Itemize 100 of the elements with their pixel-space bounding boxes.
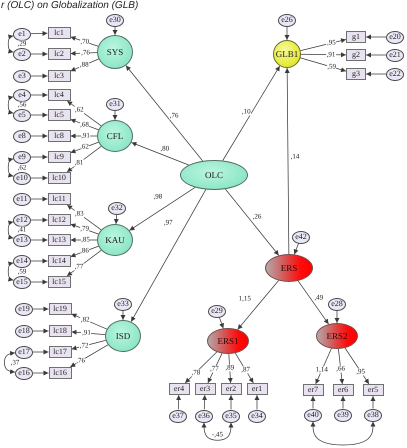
observed-variable-box: lc10 [48,172,70,184]
error-term-ellipse: e14 [13,254,31,268]
arrow [184,352,218,384]
observed-variable-box: lc13 [48,234,70,246]
arrow [202,394,208,410]
arrow [218,316,224,329]
arrow [30,92,48,98]
arrow [30,196,48,202]
arrow [30,154,48,160]
arrow [32,370,49,376]
observed-variable-box: g1 [346,31,366,43]
error-term-ellipse: e26 [278,14,296,26]
curved-double-arrow [8,95,14,115]
arrow [300,52,346,58]
arrow [208,353,222,384]
error-term-ellipse: e3 [13,70,31,82]
arrow [112,110,118,120]
arrow [30,74,48,78]
arrow [129,187,196,231]
observed-variable-box: lc19 [48,303,72,315]
arrow [30,280,48,284]
observed-variable-box: lc4 [48,89,70,101]
arrow [344,348,370,384]
curved-double-arrow [202,422,234,441]
diagram-title: r (OLC) on Globalization (GLB) [1,0,138,12]
observed-variable-box: lc5 [48,109,70,121]
error-term-ellipse: e37 [169,410,187,422]
error-term-ellipse: e38 [364,408,382,422]
error-term-ellipse: e34 [248,410,266,422]
error-term-ellipse: e16 [15,366,33,380]
latent-variable-ellipse: ISD [105,320,141,352]
latent-variable-circle: GLB1 [273,40,301,68]
curved-double-arrow [8,34,14,54]
curved-double-arrow [310,421,376,446]
latent-variable-ellipse: KAU [97,224,133,256]
arrow [30,134,48,138]
observed-variable-box: lc16 [48,367,72,379]
observed-variable-box: g3 [346,68,366,80]
arrow [315,348,332,384]
error-term-ellipse: e19 [15,302,33,316]
error-term-ellipse: e11 [13,192,31,206]
arrow [298,280,329,324]
arrow [254,394,260,410]
error-term-ellipse: e17 [15,346,33,358]
observed-variable-box: lc3 [48,70,70,82]
observed-variable-box: er3 [194,383,216,395]
error-term-ellipse: e10 [13,172,31,184]
latent-variable-ellipse: ERS [265,254,313,282]
curved-double-arrow [8,261,14,282]
latent-variable-ellipse: CFL [97,120,133,152]
error-term-ellipse: e5 [13,108,31,122]
latent-variable-ellipse: ERS2 [316,323,358,349]
error-term-ellipse: e15 [13,276,31,288]
observed-variable-box: lc8 [48,130,70,142]
observed-variable-box: er5 [362,384,384,396]
curved-double-arrow [8,157,14,178]
arrow [70,223,99,234]
arrow [228,394,234,410]
arrow [237,280,279,330]
latent-variable-ellipse: OLC [180,160,248,190]
latent-variable-ellipse: ERS1 [207,328,249,354]
error-term-ellipse: e40 [304,408,322,422]
observed-variable-box: er1 [246,383,268,395]
arrow [366,34,386,40]
error-term-ellipse: e30 [106,14,124,26]
arrow [300,58,346,72]
error-term-ellipse: e21 [386,48,404,62]
arrow [114,214,119,224]
arrow [366,72,386,76]
arrow [284,26,290,40]
arrow [70,50,98,56]
observed-variable-box: lc11 [48,193,70,205]
arrow [70,142,99,154]
observed-variable-box: lc14 [48,255,70,267]
observed-variable-box: er2 [220,383,242,395]
arrow [32,328,49,334]
latent-variable-ellipse: SYS [97,35,133,69]
error-term-ellipse: e28 [328,298,346,310]
arrow [66,100,102,126]
arrow [225,188,280,256]
observed-variable-box: g2 [346,49,366,61]
arrow [30,218,48,222]
error-term-ellipse: e36 [195,410,213,422]
error-term-ellipse: e32 [108,202,126,214]
arrow [338,348,344,384]
observed-variable-box: er6 [332,384,354,396]
arrow [340,396,346,409]
arrow [30,238,48,242]
curved-double-arrow [4,350,16,374]
arrow [370,396,376,409]
error-term-ellipse: e13 [13,234,31,246]
arrow [294,242,299,255]
arrow [131,142,190,166]
observed-variable-box: er7 [302,384,324,396]
arrow [112,26,118,36]
arrow [30,176,48,180]
curved-double-arrow [8,220,14,240]
error-term-ellipse: e2 [13,48,31,60]
error-term-ellipse: e35 [222,410,240,422]
error-term-ellipse: e42 [292,230,310,244]
